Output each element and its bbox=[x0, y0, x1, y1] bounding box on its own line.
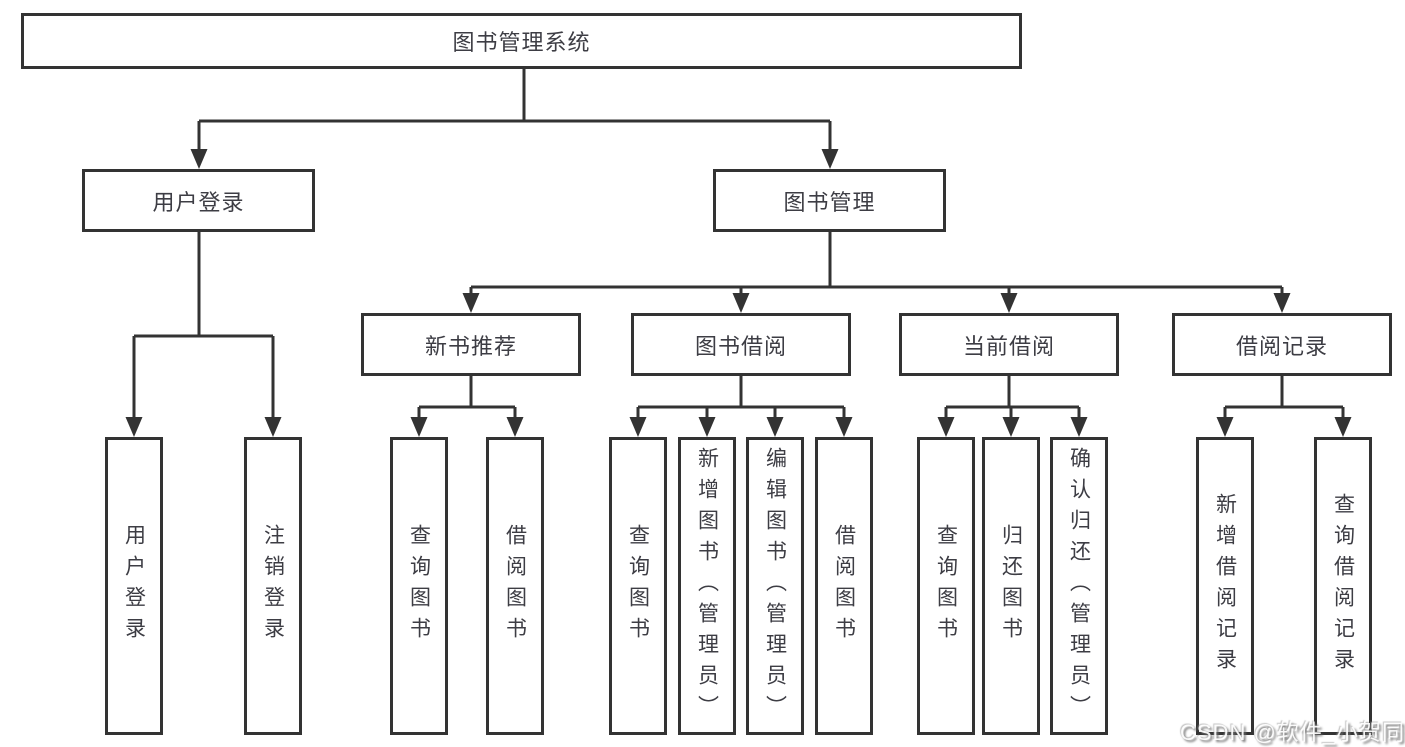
arrow-icon bbox=[698, 417, 716, 437]
leaf-current-query-books: 查询图书 bbox=[917, 437, 975, 735]
leaf-borrow-edit-books-admin: 编辑图书（管理员） bbox=[746, 437, 804, 735]
leaf-recommend-query-books: 查询图书 bbox=[390, 437, 448, 735]
node-root: 图书管理系统 bbox=[21, 13, 1022, 69]
arrow-icon bbox=[1070, 417, 1088, 437]
csdn-watermark: CSDN @软件_小贺同学 bbox=[1180, 720, 1405, 745]
arrow-icon bbox=[1000, 293, 1018, 313]
arrow-icon bbox=[1216, 417, 1234, 437]
node-new-book-recommend: 新书推荐 bbox=[361, 313, 581, 376]
leaf-logout: 注销登录 bbox=[244, 437, 302, 735]
arrow-icon bbox=[125, 417, 143, 437]
node-current-borrow: 当前借阅 bbox=[899, 313, 1119, 376]
node-book-borrow: 图书借阅 bbox=[631, 313, 851, 376]
arrow-icon bbox=[937, 417, 955, 437]
arrow-icon bbox=[1002, 417, 1020, 437]
arrow-icon bbox=[835, 417, 853, 437]
node-user-login: 用户登录 bbox=[82, 169, 315, 232]
leaf-current-return-books: 归还图书 bbox=[982, 437, 1040, 735]
leaf-records-add-record: 新增借阅记录 bbox=[1196, 437, 1254, 735]
arrow-icon bbox=[1273, 293, 1291, 313]
arrow-icon bbox=[821, 149, 839, 169]
leaf-borrow-borrow-books: 借阅图书 bbox=[815, 437, 873, 735]
leaf-borrow-add-books-admin: 新增图书（管理员） bbox=[678, 437, 736, 735]
leaf-borrow-query-books: 查询图书 bbox=[609, 437, 667, 735]
arrow-icon bbox=[732, 293, 750, 313]
leaf-user-login: 用户登录 bbox=[105, 437, 163, 735]
arrow-icon bbox=[766, 417, 784, 437]
leaf-records-query-record: 查询借阅记录 bbox=[1314, 437, 1372, 735]
arrow-icon bbox=[410, 417, 428, 437]
leaf-current-confirm-return-admin: 确认归还（管理员） bbox=[1050, 437, 1108, 735]
leaf-recommend-borrow-books: 借阅图书 bbox=[486, 437, 544, 735]
arrowheads bbox=[125, 149, 1352, 437]
arrow-icon bbox=[629, 417, 647, 437]
arrow-icon bbox=[190, 149, 208, 169]
node-book-management: 图书管理 bbox=[713, 169, 946, 232]
arrow-icon bbox=[1334, 417, 1352, 437]
arrow-icon bbox=[462, 293, 480, 313]
arrow-icon bbox=[506, 417, 524, 437]
connector-path bbox=[132, 69, 1345, 419]
node-borrow-records: 借阅记录 bbox=[1172, 313, 1392, 376]
arrow-icon bbox=[264, 417, 282, 437]
